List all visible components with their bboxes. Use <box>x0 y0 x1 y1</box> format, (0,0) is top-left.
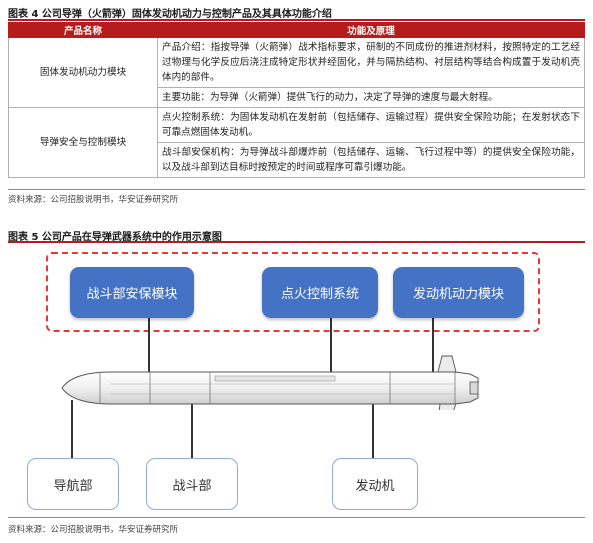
diagram-source-note: 资料来源：公司招股说明书，华安证券研究所 <box>8 525 179 535</box>
description-cell: 点火控制系统：为固体发动机在发射前（包括储存、运输过程）提供安全保险功能；在发射… <box>157 107 585 143</box>
connector-line <box>330 318 332 376</box>
engine-section-box: 发动机 <box>332 458 418 510</box>
title-rule <box>8 19 585 21</box>
connector-line <box>432 318 434 376</box>
engine-power-module-box: 发动机动力模块 <box>393 267 524 318</box>
diagram-bottom-rule <box>8 517 585 518</box>
table-header-row: 产品名称 功能及原理 <box>8 22 585 38</box>
product-name-cell: 导弹安全与控制模块 <box>8 107 158 178</box>
warhead-section-box: 战斗部 <box>146 458 238 510</box>
table-row: 导弹安全与控制模块 点火控制系统：为固体发动机在发射前（包括储存、运输过程）提供… <box>8 107 585 178</box>
diagram-figure-title: 图表 5 公司产品在导弹武器系统中的作用示意图 <box>8 232 222 243</box>
ignition-control-system-box: 点火控制系统 <box>262 267 378 318</box>
title-rule <box>8 241 585 243</box>
column-header-function: 功能及原理 <box>157 22 585 38</box>
company-products-dashed-frame <box>46 252 540 332</box>
table-source-note: 资料来源：公司招股说明书，华安证券研究所 <box>8 195 179 205</box>
product-name-cell: 固体发动机动力模块 <box>8 37 158 108</box>
description-cell: 产品介绍：指按导弹（火箭弹）战术指标要求，研制的不同成份的推进剂材料，按照特定的… <box>157 37 585 88</box>
table-figure-title: 图表 4 公司导弹（火箭弹）固体发动机动力与控制产品及其具体功能介绍 <box>8 9 332 20</box>
column-header-product: 产品名称 <box>8 22 158 38</box>
product-function-table: 产品名称 功能及原理 固体发动机动力模块 产品介绍：指按导弹（火箭弹）战术指标要… <box>8 22 585 178</box>
connector-line <box>71 400 73 458</box>
description-cell: 主要功能：为导弹（火箭弹）提供飞行的动力，决定了导弹的速度与最大射程。 <box>157 87 585 108</box>
connector-line <box>372 400 374 458</box>
table-row: 战斗部安保机构：为导弹战斗部爆炸前（包括储存、运输、飞行过程中等）的提供安全保险… <box>9 142 585 178</box>
description-cell: 战斗部安保机构：为导弹战斗部爆炸前（包括储存、运输、飞行过程中等）的提供安全保险… <box>157 142 585 178</box>
connector-line <box>191 400 193 458</box>
navigation-section-box: 导航部 <box>27 458 119 510</box>
table-row: 固体发动机动力模块 产品介绍：指按导弹（火箭弹）战术指标要求，研制的不同成份的推… <box>8 37 585 108</box>
warhead-safety-module-box: 战斗部安保模块 <box>70 267 194 318</box>
missile-illustration <box>61 355 479 410</box>
table-bottom-rule <box>8 189 585 190</box>
connector-line <box>148 318 150 376</box>
